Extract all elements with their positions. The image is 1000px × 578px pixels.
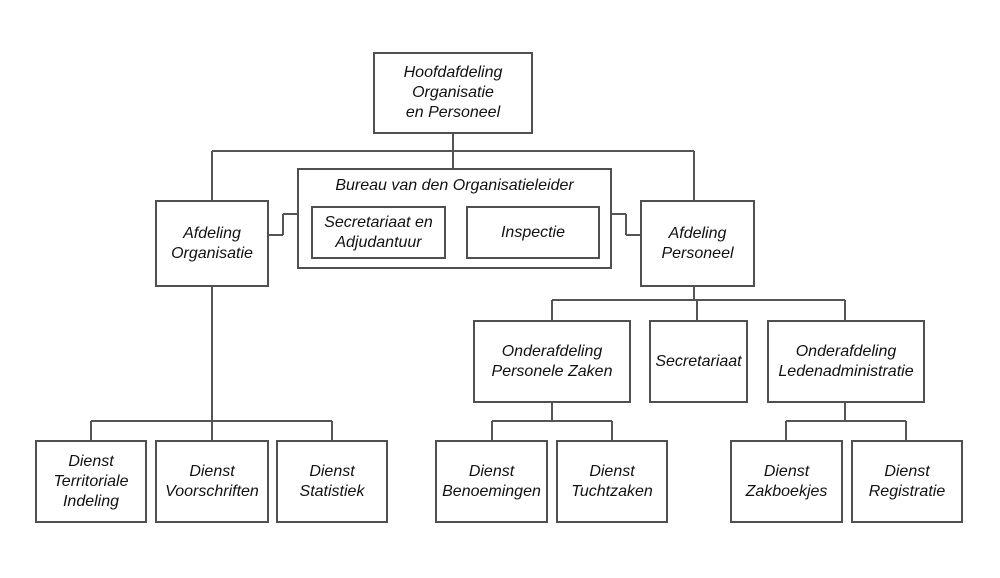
box-label: Dienst Statistiek	[299, 462, 365, 500]
box-inspectie: Inspectie	[466, 206, 600, 259]
box-label: Dienst Voorschriften	[165, 462, 259, 500]
box-dienst-voorschriften: Dienst Voorschriften	[155, 440, 269, 523]
box-afdeling-organisatie: Afdeling Organisatie	[155, 200, 269, 287]
box-dienst-territoriale-indeling: Dienst Territoriale Indeling	[35, 440, 147, 523]
box-dienst-statistiek: Dienst Statistiek	[276, 440, 388, 523]
box-label: Dienst Registratie	[868, 462, 946, 500]
box-label: Onderafdeling Ledenadministratie	[778, 342, 914, 380]
box-label: Dienst Tuchtzaken	[571, 462, 653, 500]
box-label: Hoofdafdeling Organisatie en Personeel	[403, 64, 503, 121]
bureau-title: Bureau van den Organisatieleider	[335, 177, 574, 194]
box-hoofdafdeling: Hoofdafdeling Organisatie en Personeel	[373, 52, 533, 134]
box-onderafdeling-personele-zaken: Onderafdeling Personele Zaken	[473, 320, 631, 403]
box-afdeling-personeel: Afdeling Personeel	[640, 200, 755, 287]
box-dienst-registratie: Dienst Registratie	[851, 440, 963, 523]
box-label: Dienst Benoemingen	[442, 462, 541, 500]
box-label: Dienst Territoriale Indeling	[53, 452, 129, 510]
box-secretariaat: Secretariaat	[649, 320, 748, 403]
box-label: Dienst Zakboekjes	[745, 462, 828, 500]
box-label: Secretariaat	[655, 352, 742, 370]
box-label: Secretariaat en Adjudantuur	[324, 213, 433, 251]
box-label: Inspectie	[500, 223, 566, 241]
box-dienst-tuchtzaken: Dienst Tuchtzaken	[556, 440, 668, 523]
box-label: Onderafdeling Personele Zaken	[491, 342, 613, 380]
box-bureau-organisatieleider: Bureau van den Organisatieleider Secreta…	[297, 168, 612, 269]
box-onderafdeling-ledenadministratie: Onderafdeling Ledenadministratie	[767, 320, 925, 403]
box-dienst-benoemingen: Dienst Benoemingen	[435, 440, 548, 523]
box-label: Afdeling Personeel	[661, 224, 734, 262]
box-label: Afdeling Organisatie	[171, 224, 253, 262]
box-secretariaat-adjudantuur: Secretariaat en Adjudantuur	[311, 206, 446, 259]
box-dienst-zakboekjes: Dienst Zakboekjes	[730, 440, 843, 523]
